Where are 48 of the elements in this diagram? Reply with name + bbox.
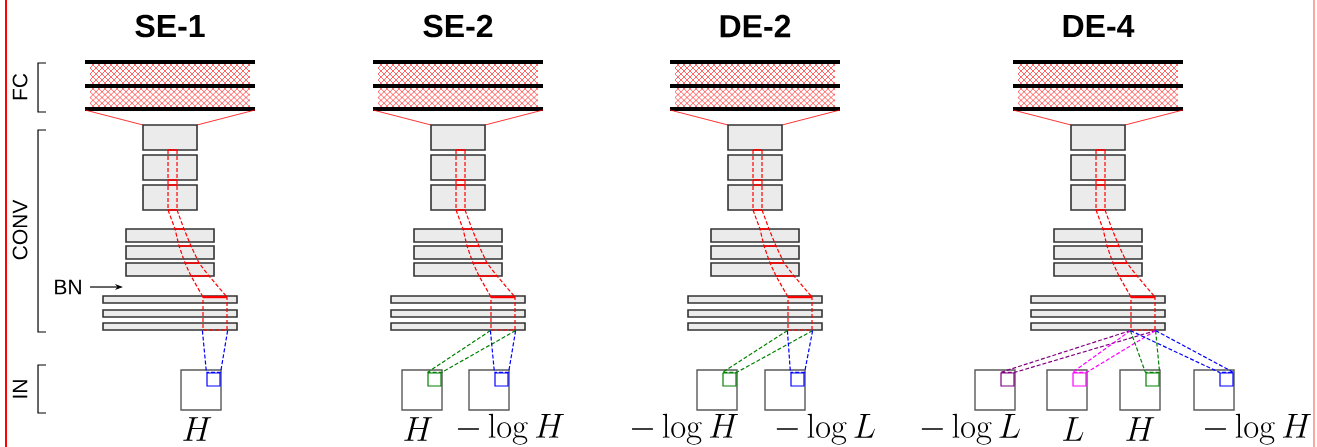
receptive-field-box	[787, 296, 813, 331]
axis-label: BN	[55, 279, 81, 295]
input-image	[401, 369, 443, 411]
patch-box	[206, 372, 221, 387]
patch-box	[1072, 372, 1087, 387]
axis-label: FC	[12, 73, 28, 100]
patch-box	[1219, 372, 1234, 387]
projection-line	[426, 330, 517, 373]
input-image	[468, 369, 510, 411]
input-image	[1119, 369, 1161, 411]
panel-title: SE-1	[135, 14, 205, 38]
projection-line	[1129, 330, 1161, 373]
panel-title: DE-2	[720, 14, 791, 38]
input-label: $H$	[183, 417, 212, 441]
patch-box	[790, 372, 805, 387]
input-label: $-\log L$	[776, 413, 875, 445]
input-image	[1193, 369, 1235, 411]
input-label: $H$	[1126, 417, 1155, 441]
input-label: $H$	[404, 417, 433, 441]
input-image	[974, 369, 1016, 411]
receptive-field-box	[490, 296, 516, 331]
input-label: $-\log H$	[457, 413, 564, 445]
input-label: $-\log H$	[631, 413, 738, 445]
projection-line	[786, 330, 814, 373]
receptive-field-box	[202, 296, 228, 331]
axis-label: CONV	[12, 199, 28, 260]
projection-line	[201, 330, 229, 373]
patch-box	[1000, 372, 1015, 387]
patch-box	[494, 372, 509, 387]
patch-box	[427, 372, 442, 387]
receptive-field-box	[1130, 296, 1156, 331]
projection-line	[999, 330, 1157, 373]
input-image	[180, 369, 222, 411]
patch-box	[1145, 372, 1160, 387]
projection-line	[721, 330, 814, 373]
panel-title: SE-2	[423, 14, 493, 38]
panel-title: DE-4	[1063, 15, 1135, 37]
projection-line	[1129, 330, 1236, 373]
input-label: $-\log L$	[921, 413, 1020, 445]
input-label: $-\log H$	[1204, 413, 1311, 445]
axis-label: IN	[12, 380, 28, 398]
projection-line	[1071, 330, 1157, 373]
patch-box	[722, 372, 737, 387]
input-image	[696, 369, 738, 411]
input-image	[1046, 369, 1088, 411]
input-image	[764, 369, 806, 411]
projection-line	[489, 330, 517, 373]
input-label: $L$	[1063, 417, 1084, 441]
